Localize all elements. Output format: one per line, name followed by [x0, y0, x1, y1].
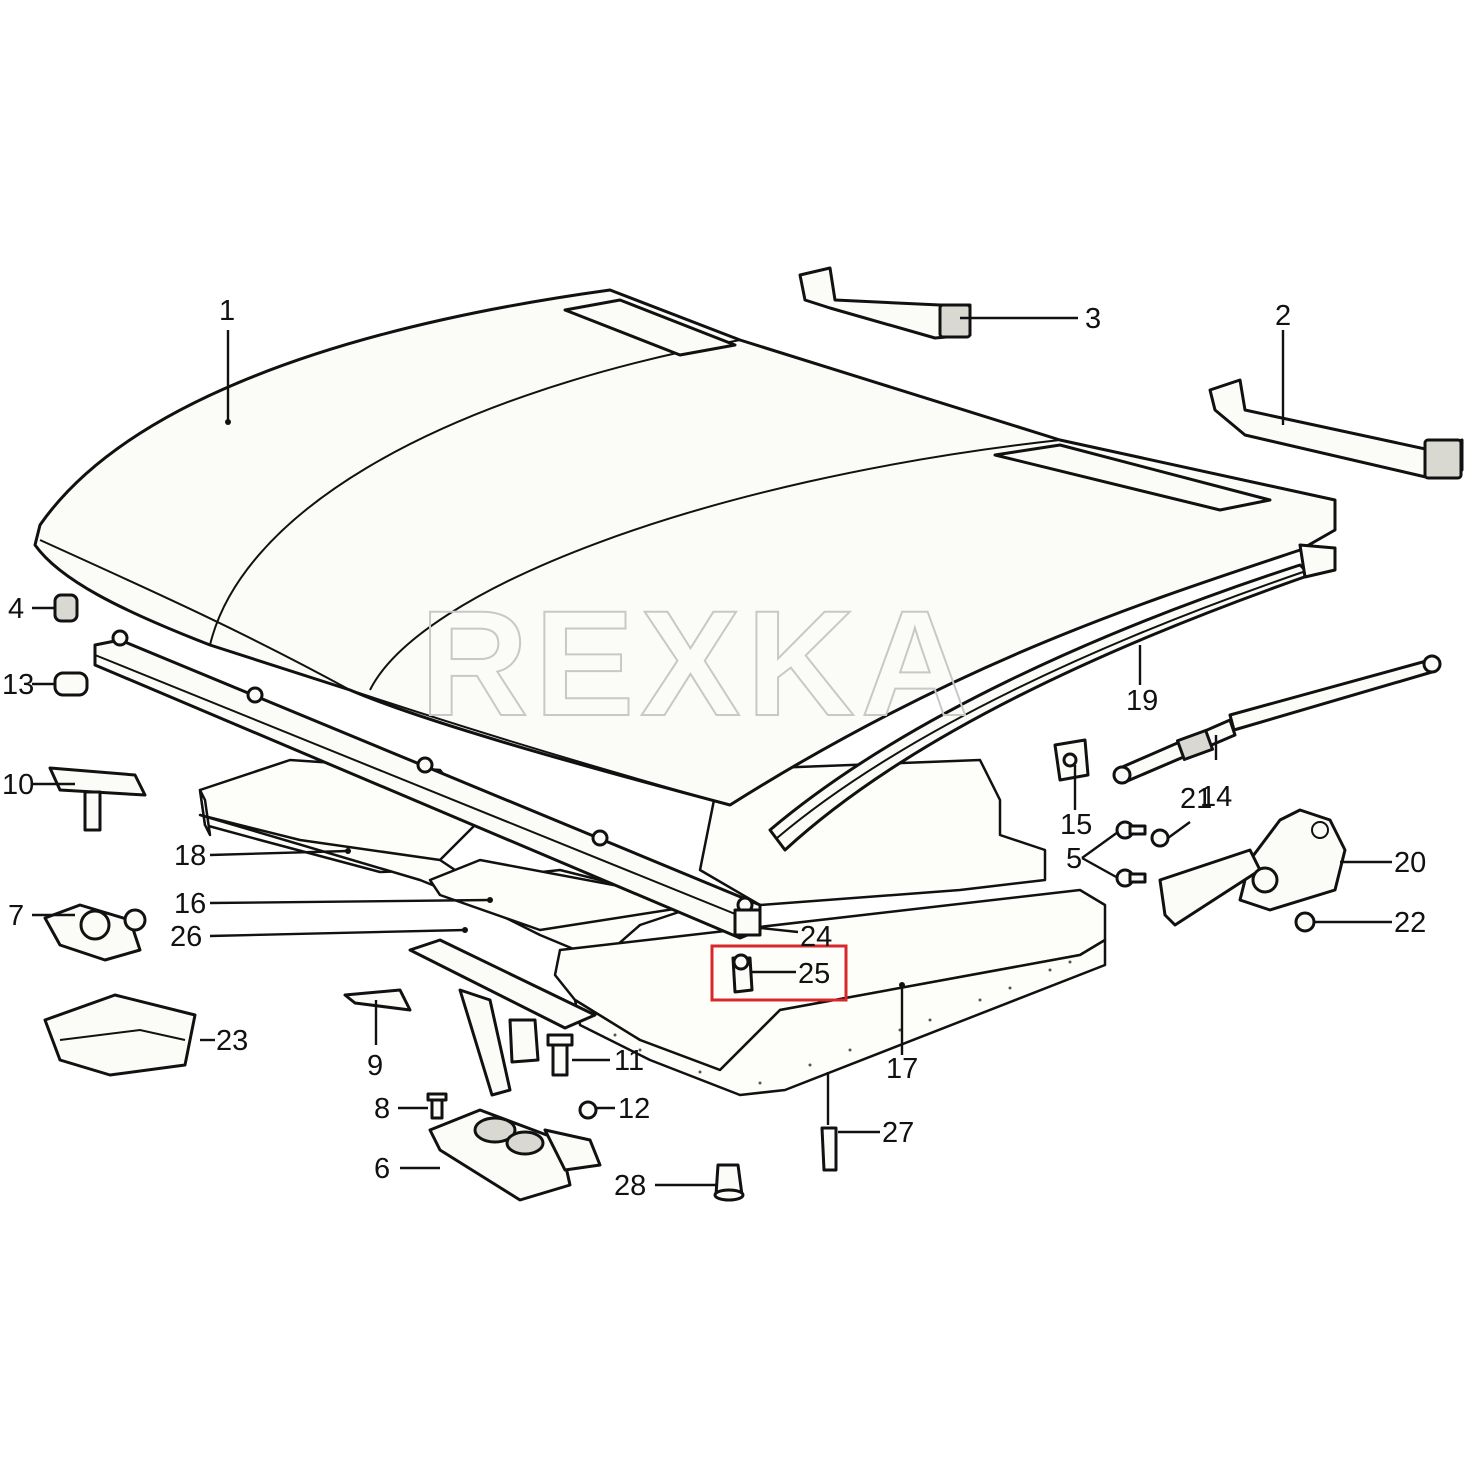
catch-plate-9 — [343, 938, 597, 1097]
trim-handle-2 — [1208, 378, 1464, 480]
screw-12 — [578, 1100, 598, 1120]
callout-12: 12 — [618, 1093, 650, 1125]
callout-20: 20 — [1394, 847, 1426, 879]
clip-24 — [733, 908, 762, 937]
callout-17: 17 — [886, 1053, 918, 1085]
rivet-8 — [426, 1092, 448, 1120]
callout-4: 4 — [8, 593, 24, 625]
callout-6: 6 — [374, 1153, 390, 1185]
trim-handle-3 — [798, 266, 972, 340]
callout-9: 9 — [367, 1050, 383, 1082]
callout-10: 10 — [2, 769, 34, 801]
callout-1: 1 — [219, 295, 235, 327]
catch-plate-10 — [48, 766, 147, 832]
bolt-5b — [1115, 868, 1147, 888]
watermark: REXKA — [420, 579, 975, 747]
lock-7 — [43, 903, 147, 962]
callout-11: 11 — [614, 1045, 644, 1077]
callout-14: 14 — [1200, 781, 1232, 813]
callout-27: 27 — [882, 1117, 914, 1149]
highlight-box — [710, 944, 848, 1002]
hood-panel — [33, 288, 1337, 807]
callout-8: 8 — [374, 1093, 390, 1125]
clip-28 — [713, 1163, 745, 1202]
gas-strut — [1112, 654, 1442, 785]
hood-trim-strip — [768, 543, 1337, 852]
bolt-11 — [546, 1033, 574, 1077]
callout-26: 26 — [170, 921, 202, 953]
clip-25 — [731, 953, 754, 994]
callout-3: 3 — [1085, 303, 1101, 335]
callout-23: 23 — [216, 1025, 248, 1057]
callout-24: 24 — [800, 921, 832, 953]
callout-labels: 1 2 3 4 13 10 7 23 18 16 26 19 14 15 21 … — [2, 295, 1426, 1202]
callout-2: 2 — [1275, 300, 1291, 332]
callout-5: 5 — [1066, 843, 1082, 875]
callout-7: 7 — [8, 900, 24, 932]
clip-27 — [820, 1126, 838, 1172]
insulation-mat-large — [698, 758, 1047, 907]
bracket-15 — [1053, 738, 1090, 782]
buffer-13 — [53, 671, 89, 697]
callout-19: 19 — [1126, 685, 1158, 717]
callout-13: 13 — [2, 669, 34, 701]
insulation-mat-17 — [553, 888, 1107, 1097]
callout-21: 21 — [1180, 783, 1212, 815]
callout-18: 18 — [174, 840, 206, 872]
callout-22: 22 — [1394, 907, 1426, 939]
hood-hinge — [1158, 808, 1347, 927]
callout-25: 25 — [798, 958, 830, 990]
callout-16: 16 — [174, 888, 206, 920]
cover-23 — [43, 993, 197, 1077]
nut-22 — [1294, 911, 1316, 933]
bolt-5a — [1115, 820, 1147, 840]
callout-28: 28 — [614, 1170, 646, 1202]
callout-15: 15 — [1060, 809, 1092, 841]
leader-lines — [32, 316, 1392, 1187]
plug-4 — [53, 593, 79, 623]
lock-6 — [428, 1108, 602, 1202]
washer-21 — [1150, 828, 1170, 848]
